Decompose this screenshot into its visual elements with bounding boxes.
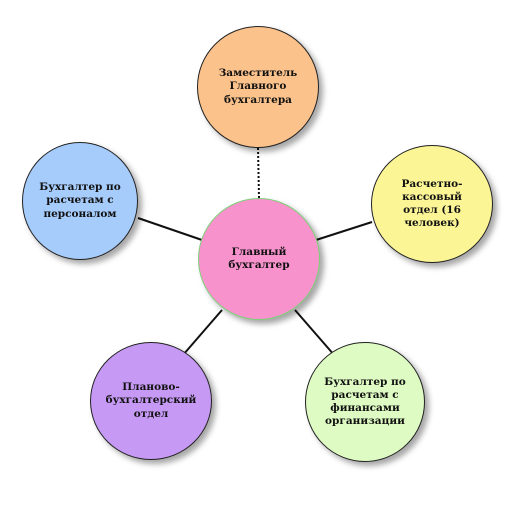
connector-center-bottom-right [294,309,336,357]
node-payroll-accountant-label: Бухгалтер по расчетам с персоналом [39,181,121,220]
node-deputy-chief-accountant-label: Заместитель Главного бухгалтера [218,67,298,106]
node-chief-accountant: Главный бухгалтер [198,198,320,320]
node-finance-settlement-accountant: Бухгалтер по расчетам с финансами органи… [305,342,425,462]
node-planning-accounting-department: Планово- бухгалтерский отдел [90,342,212,460]
node-cash-settlement-department: Расчетно- кассовый отдел (16 человек) [371,145,493,263]
connector-center-top [257,147,260,199]
node-payroll-accountant: Бухгалтер по расчетам с персоналом [22,142,138,260]
connector-center-right [315,221,373,241]
connector-center-bottom-left [182,309,223,356]
node-finance-settlement-accountant-label: Бухгалтер по расчетам с финансами органи… [324,375,406,428]
node-deputy-chief-accountant: Заместитель Главного бухгалтера [197,26,319,148]
connector-center-left [137,217,203,241]
node-cash-settlement-department-label: Расчетно- кассовый отдел (16 человек) [401,177,463,230]
node-chief-accountant-label: Главный бухгалтер [228,245,290,271]
node-planning-accounting-department-label: Планово- бухгалтерский отдел [105,381,197,420]
